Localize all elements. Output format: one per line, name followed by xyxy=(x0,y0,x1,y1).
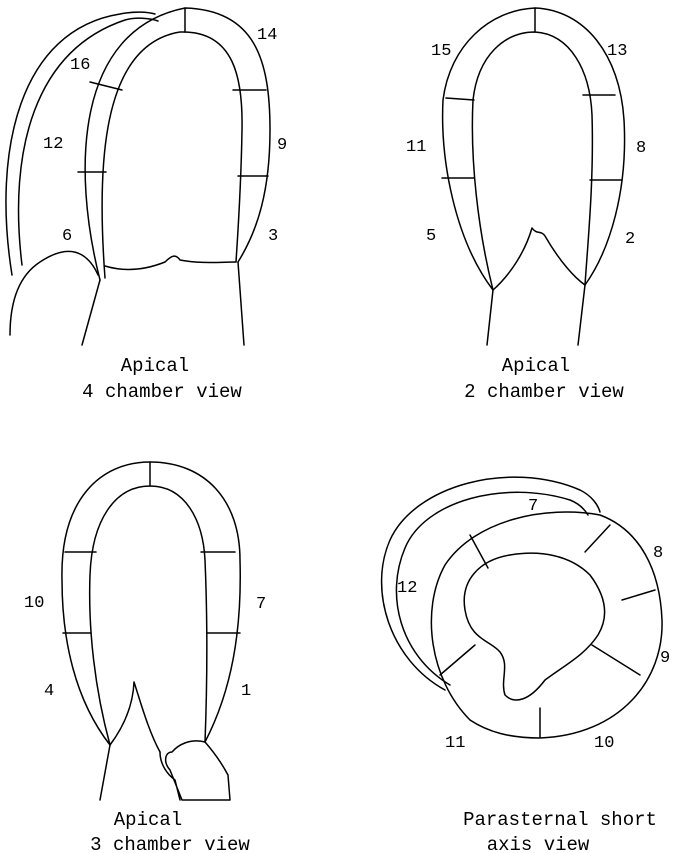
mitral-valve-outline xyxy=(104,255,237,271)
view-caption-line-1: Apical xyxy=(114,809,182,831)
segment-number: 2 xyxy=(625,230,635,249)
lv-outer-wall xyxy=(84,7,271,281)
segment-number: 9 xyxy=(660,649,670,668)
view-caption-line-2: 3 chamber view xyxy=(90,834,250,853)
lv-outer-wall xyxy=(441,7,626,291)
segment-number: 7 xyxy=(256,595,266,614)
lv-left-stem xyxy=(99,744,111,801)
view-caption-line-2: 4 chamber view xyxy=(82,381,242,403)
segment-number: 8 xyxy=(636,139,646,158)
right-ventricle-outline xyxy=(5,11,156,276)
segment-divider xyxy=(445,97,475,101)
view-caption-line-1: Parasternal short xyxy=(463,809,657,831)
right-ventricle-inner-outline xyxy=(395,491,589,686)
parasternal-short-axis-view: 7 8 12 9 11 10 Parasternal short axis vi… xyxy=(380,476,670,853)
segment-divider xyxy=(621,589,656,601)
segment-number: 10 xyxy=(24,594,44,613)
segment-number: 14 xyxy=(257,26,277,45)
lv-inner-wall xyxy=(88,485,208,746)
segment-number: 6 xyxy=(62,227,72,246)
segment-number: 12 xyxy=(397,579,417,598)
segment-number: 15 xyxy=(431,42,451,61)
segment-number: 3 xyxy=(268,227,278,246)
lv-inner-wall xyxy=(463,552,606,701)
segment-divider xyxy=(469,534,489,569)
segment-number: 10 xyxy=(594,734,614,753)
view-caption-line-2: axis view xyxy=(487,834,590,853)
right-atrium-outline xyxy=(9,250,99,336)
segment-number: 4 xyxy=(44,682,54,701)
view-caption-line-1: Apical xyxy=(121,355,189,377)
view-caption-line-1: Apical xyxy=(502,355,570,377)
segment-number: 7 xyxy=(528,497,538,516)
segment-divider xyxy=(439,644,476,676)
lv-left-stem xyxy=(81,279,101,346)
lv-inner-wall xyxy=(471,31,594,291)
apical-3-chamber-view: 10 4 7 1 Apical 3 chamber view xyxy=(24,461,266,853)
lv-outer-wall xyxy=(430,511,663,739)
segment-number: 13 xyxy=(607,42,627,61)
aortic-root-outline xyxy=(159,740,231,801)
mitral-valve-outline xyxy=(109,681,161,753)
segment-number: 12 xyxy=(43,135,63,154)
segment-number: 5 xyxy=(426,227,436,246)
segment-divider xyxy=(591,644,641,676)
lv-right-stem xyxy=(237,261,245,346)
mitral-valve-outline xyxy=(492,227,586,291)
segment-number: 1 xyxy=(241,682,251,701)
right-ventricle-inner-outline xyxy=(17,17,159,266)
lv-inner-wall xyxy=(101,31,243,279)
lv-left-stem xyxy=(486,289,494,346)
segment-number: 11 xyxy=(445,734,465,753)
lv-right-stem xyxy=(577,284,586,346)
right-ventricle-outline xyxy=(380,476,601,691)
segment-number: 8 xyxy=(653,544,663,563)
segment-divider xyxy=(89,81,123,91)
segment-number: 9 xyxy=(277,136,287,155)
lv-outer-wall xyxy=(61,461,241,746)
segment-divider xyxy=(584,524,611,553)
apical-2-chamber-view: 15 11 5 13 8 2 Apical 2 chamber view xyxy=(406,7,646,403)
view-caption-line-2: 2 chamber view xyxy=(464,381,624,403)
segment-number: 11 xyxy=(406,138,426,157)
segment-number: 16 xyxy=(70,56,90,75)
apical-4-chamber-view: 16 12 6 14 9 3 Apical 4 chamber view xyxy=(5,7,287,403)
